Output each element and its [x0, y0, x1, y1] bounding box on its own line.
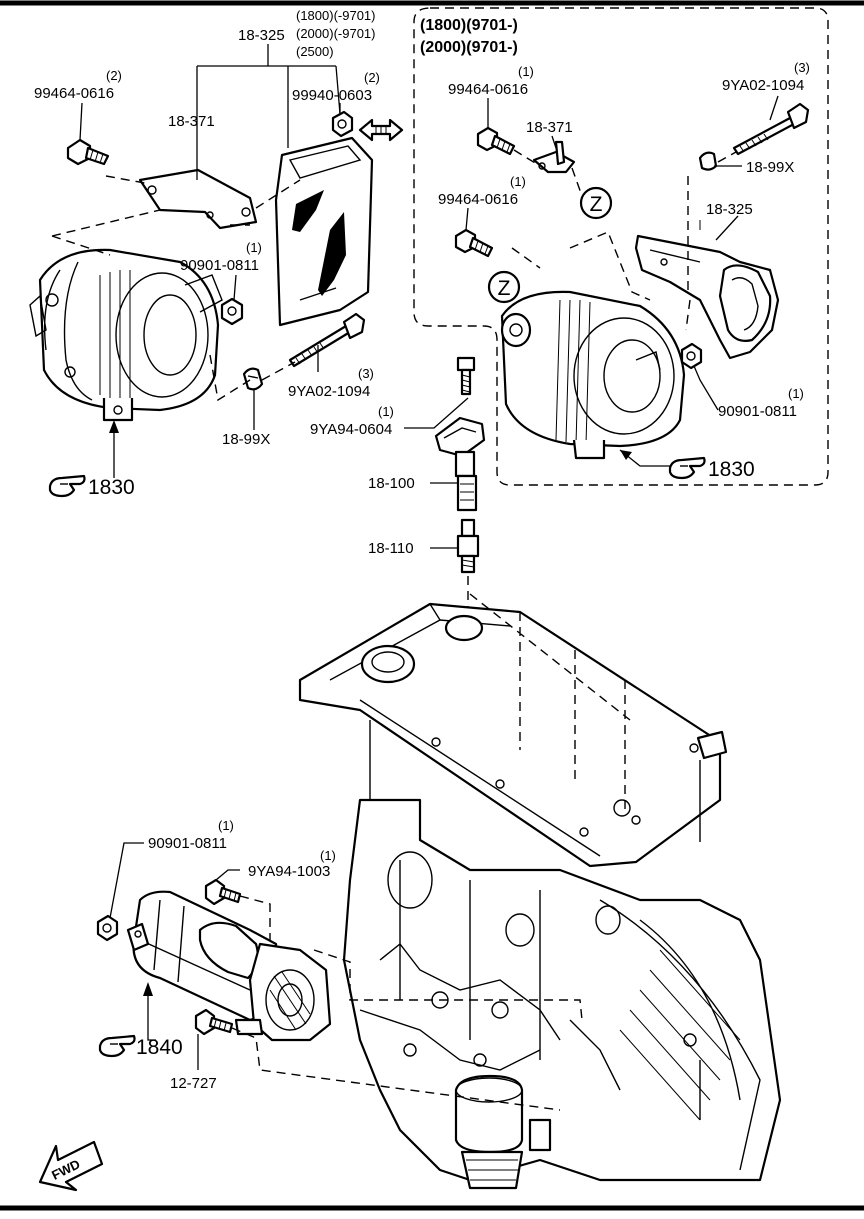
- collar-18-99x-inset: [698, 151, 718, 171]
- qty-90901-starter: (1): [218, 818, 234, 833]
- pointing-hand-icon-1840: [98, 1034, 136, 1058]
- bolt-9ya02-1094-inset: [732, 102, 810, 156]
- label-18-325-cond1: (1800)(-9701): [296, 8, 376, 23]
- inset-assembly-line-1: [513, 149, 541, 167]
- label-99940: 99940-0603: [292, 87, 372, 104]
- label-90901-starter: 90901-0811: [148, 835, 227, 852]
- inset-assembly-line-2: [571, 167, 583, 197]
- starter-motor: [126, 890, 332, 1042]
- assembly-line-left-3: [255, 179, 301, 209]
- fwd-arrow-icon: FWD: [38, 1140, 104, 1192]
- inset-assembly-line-6: [511, 247, 541, 269]
- qty-99940: (2): [364, 70, 380, 85]
- inset-header-line2: (2000)(9701-): [420, 39, 518, 56]
- label-18-99x-left: 18-99X: [222, 431, 270, 448]
- qty-9ya94-1003: (1): [320, 848, 336, 863]
- starter-assembly-line-1: [239, 895, 271, 940]
- bolt-99464-0616-left: [66, 138, 110, 166]
- ref-1840: 1840: [136, 1036, 183, 1059]
- inset-assembly-line-3: [569, 231, 651, 301]
- label-90901-left: 90901-0811: [180, 257, 259, 274]
- label-18-325-cond3: (2500): [296, 44, 334, 59]
- pointing-hand-icon-1830-inset: [668, 456, 706, 480]
- bolt-9ya02-1094-left: [288, 312, 366, 368]
- alternator-left: [29, 248, 223, 422]
- ref-1830-left: 1830: [88, 476, 135, 499]
- label-18-371-inset: 18-371: [526, 119, 573, 136]
- qty-99464-left: (2): [106, 68, 122, 83]
- inset-assembly-line-4: [717, 151, 737, 163]
- spark-plug-18-110: [456, 518, 480, 574]
- label-18-110: 18-110: [368, 540, 414, 557]
- qty-99464-inset-b: (1): [510, 174, 526, 189]
- engine-cylinder-head: [298, 593, 728, 868]
- qty-9ya02-inset: (3): [794, 60, 810, 75]
- starter-leaders: [109, 842, 240, 1070]
- inset-assembly-line-7: [685, 299, 691, 331]
- label-18-325-inset: 18-325: [706, 201, 753, 218]
- cover-18-325-inset: [634, 234, 780, 360]
- label-18-325: 18-325: [238, 27, 285, 44]
- pointing-hand-icon-1830-left: [48, 474, 86, 498]
- assembly-line-left-4: [209, 354, 251, 402]
- view-marker-z-2: Z: [487, 270, 521, 304]
- label-99464-left: 99464-0616: [34, 85, 114, 102]
- view-marker-z-1-label: Z: [590, 193, 603, 216]
- label-18-371-left: 18-371: [168, 113, 215, 130]
- assembly-line-left-5: [261, 361, 296, 381]
- label-9ya94-0604: 9YA94-0604: [310, 421, 392, 438]
- nut-90901-0811-left: [220, 297, 244, 326]
- label-12-727: 12-727: [170, 1075, 217, 1092]
- bolt-99464-0616-inset-a: [476, 126, 516, 156]
- engine-block: [342, 798, 782, 1190]
- label-9ya94-1003: 9YA94-1003: [248, 863, 330, 880]
- ref-1830-inset: 1830: [708, 458, 755, 481]
- view-marker-z-2-label: Z: [498, 277, 511, 300]
- starter-assembly-line-2: [313, 949, 583, 1021]
- coil-leaders: [404, 397, 469, 549]
- bolt-9ya94-0604: [456, 356, 476, 396]
- assembly-line-left-1: [105, 175, 151, 185]
- bracket-18-371-left: [138, 168, 258, 230]
- label-99464-inset-a: 99464-0616: [448, 81, 528, 98]
- label-9ya02-left: 9YA02-1094: [288, 383, 370, 400]
- qty-9ya02-left: (3): [358, 366, 374, 381]
- collar-18-99x-left: [242, 367, 264, 391]
- alternator-inset: [500, 220, 701, 460]
- inset-leaders: [465, 95, 779, 467]
- bolt-9ya94-1003: [204, 878, 242, 906]
- assembly-line-left-2: [51, 209, 161, 256]
- ignition-coil-18-100: [434, 416, 486, 512]
- label-18-100: 18-100: [368, 475, 415, 492]
- qty-90901-left: (1): [246, 240, 262, 255]
- inset-frame: [413, 7, 829, 486]
- label-90901-inset: 90901-0811: [718, 403, 797, 420]
- label-18-99x-inset: 18-99X: [746, 159, 794, 176]
- inset-header-line1: (1800)(9701-): [420, 17, 518, 34]
- qty-9ya94-0604: (1): [378, 404, 394, 419]
- nut-90901-0811-starter: [96, 914, 119, 942]
- view-marker-z-1: Z: [579, 186, 613, 220]
- label-99464-inset-b: 99464-0616: [438, 191, 518, 208]
- bolt-12-727: [194, 1008, 234, 1036]
- label-9ya02-inset: 9YA02-1094: [722, 77, 804, 94]
- label-18-325-cond2: (2000)(-9701): [296, 26, 376, 41]
- qty-99464-inset-a: (1): [518, 64, 534, 79]
- bracket-18-371-inset: [532, 140, 576, 174]
- bolt-99464-0616-inset-b: [454, 228, 494, 258]
- left-leaders: [79, 44, 341, 478]
- double-arrow-indicator: [358, 118, 404, 142]
- cover-18-325-left: [274, 136, 374, 327]
- qty-90901-inset: (1): [788, 386, 804, 401]
- nut-99940-0603: [331, 110, 354, 138]
- nut-90901-0811-inset: [680, 342, 703, 370]
